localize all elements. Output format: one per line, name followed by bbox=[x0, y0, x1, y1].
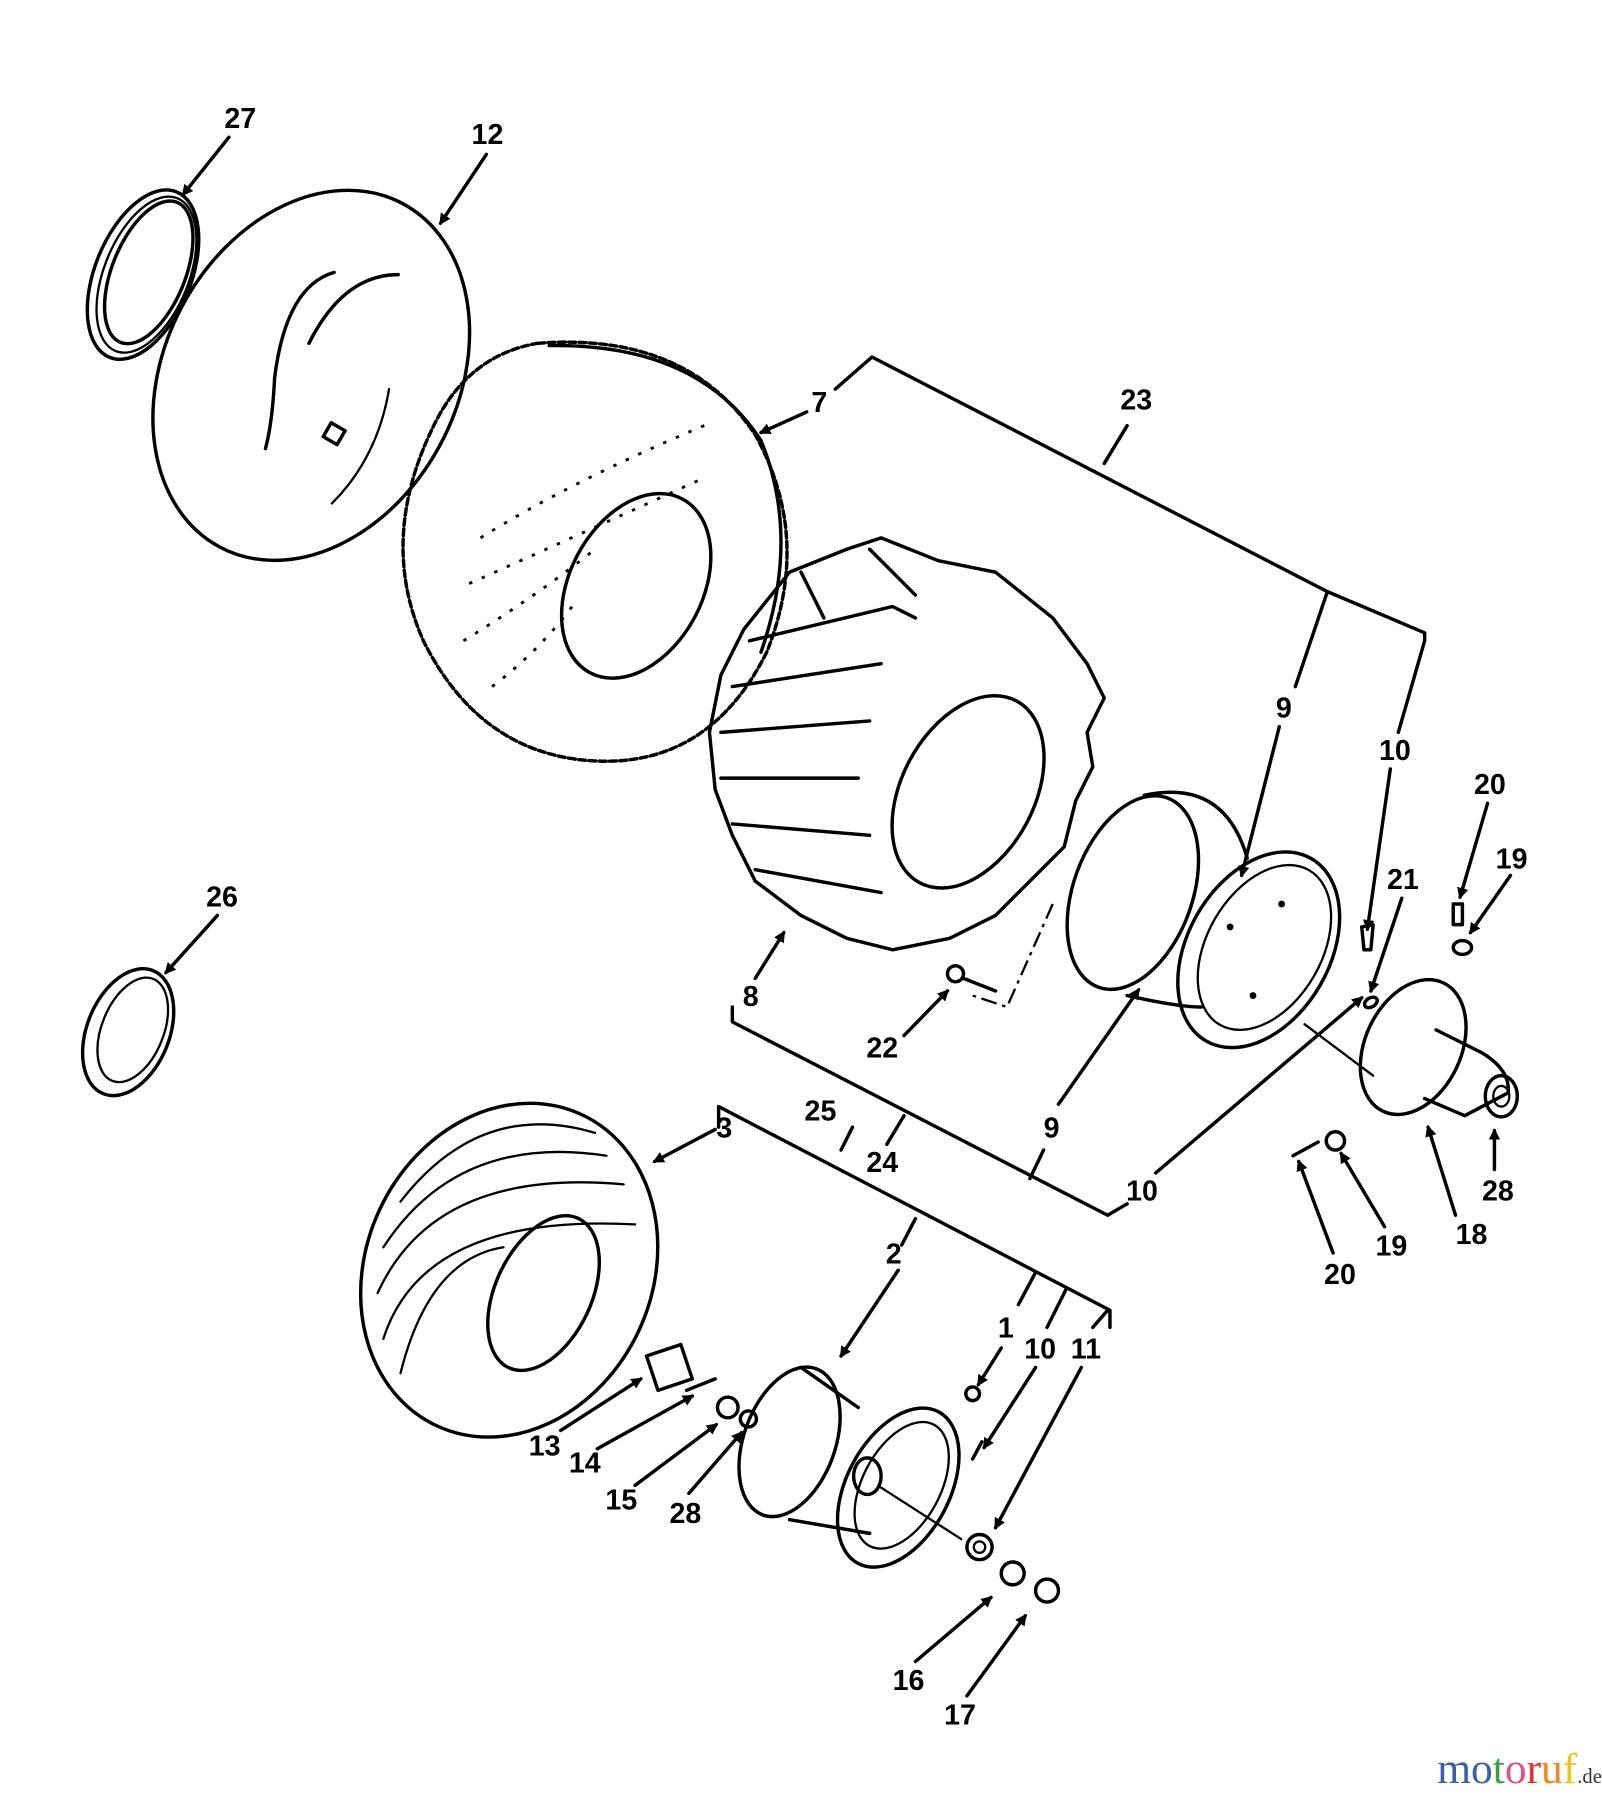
callout-26: 26 bbox=[206, 881, 238, 913]
watermark-letter: o bbox=[1471, 1745, 1493, 1793]
callout-labels: 27 12 7 23 9 10 20 19 21 26 8 22 9 25 3 … bbox=[206, 103, 1527, 1731]
watermark-letter: r bbox=[1527, 1745, 1542, 1793]
watermark-letter: f bbox=[1563, 1745, 1578, 1793]
callout-25: 25 bbox=[805, 1095, 837, 1127]
callout-14: 14 bbox=[569, 1448, 601, 1480]
small-hardware-lower bbox=[644, 1342, 1061, 1604]
callout-13: 13 bbox=[529, 1431, 561, 1463]
assembly-brackets bbox=[716, 355, 1427, 1330]
callout-3: 3 bbox=[716, 1112, 732, 1144]
callout-8: 8 bbox=[743, 981, 759, 1013]
callout-18: 18 bbox=[1456, 1219, 1488, 1251]
callout-19-lower: 19 bbox=[1376, 1230, 1408, 1262]
callout-10: 10 bbox=[1379, 735, 1411, 767]
callout-15: 15 bbox=[605, 1484, 637, 1516]
callout-16: 16 bbox=[893, 1665, 925, 1697]
watermark-letter: m bbox=[1437, 1745, 1471, 1793]
bolt-path-line bbox=[972, 903, 1054, 1009]
callout-21: 21 bbox=[1387, 864, 1419, 896]
part-26-ring bbox=[80, 967, 176, 1098]
callout-19: 19 bbox=[1496, 844, 1528, 876]
callout-10-lower: 10 bbox=[1126, 1175, 1158, 1207]
part-18-hub bbox=[1303, 977, 1520, 1119]
callout-9-lower: 9 bbox=[1044, 1112, 1060, 1144]
part-2-rim bbox=[737, 1365, 961, 1569]
part-12-inner-tube bbox=[151, 188, 472, 563]
callout-10-bottom: 10 bbox=[1024, 1333, 1056, 1365]
part-27-rim-ring bbox=[85, 188, 201, 362]
callout-28: 28 bbox=[1482, 1175, 1514, 1207]
part-7-tire bbox=[401, 340, 789, 763]
callout-20: 20 bbox=[1474, 769, 1506, 801]
callout-1: 1 bbox=[998, 1313, 1014, 1345]
part-3-tire bbox=[358, 1101, 660, 1439]
watermark-letter: t bbox=[1493, 1745, 1505, 1793]
callout-24: 24 bbox=[866, 1147, 898, 1179]
watermark-logo: motoruf.de bbox=[1437, 1745, 1602, 1793]
callout-17: 17 bbox=[944, 1699, 976, 1731]
watermark-letter: o bbox=[1505, 1745, 1527, 1793]
part-9-rim bbox=[1065, 790, 1342, 1050]
callout-20-lower: 20 bbox=[1324, 1259, 1356, 1291]
callout-11: 11 bbox=[1071, 1333, 1101, 1365]
callout-7: 7 bbox=[811, 387, 827, 419]
callout-12: 12 bbox=[472, 119, 504, 151]
part-22-bolt bbox=[945, 964, 998, 993]
callout-28-lower: 28 bbox=[670, 1498, 702, 1530]
watermark-letter: u bbox=[1541, 1745, 1563, 1793]
part-8-tractor-tire bbox=[707, 536, 1106, 952]
callout-22: 22 bbox=[866, 1032, 898, 1064]
callout-27: 27 bbox=[224, 103, 256, 135]
watermark-suffix: .de bbox=[1577, 1766, 1602, 1788]
leader-arrows bbox=[164, 135, 1513, 1698]
callout-2: 2 bbox=[886, 1238, 902, 1270]
callout-23: 23 bbox=[1120, 385, 1152, 417]
callout-9: 9 bbox=[1276, 692, 1292, 724]
small-hardware-right bbox=[1291, 902, 1474, 1158]
